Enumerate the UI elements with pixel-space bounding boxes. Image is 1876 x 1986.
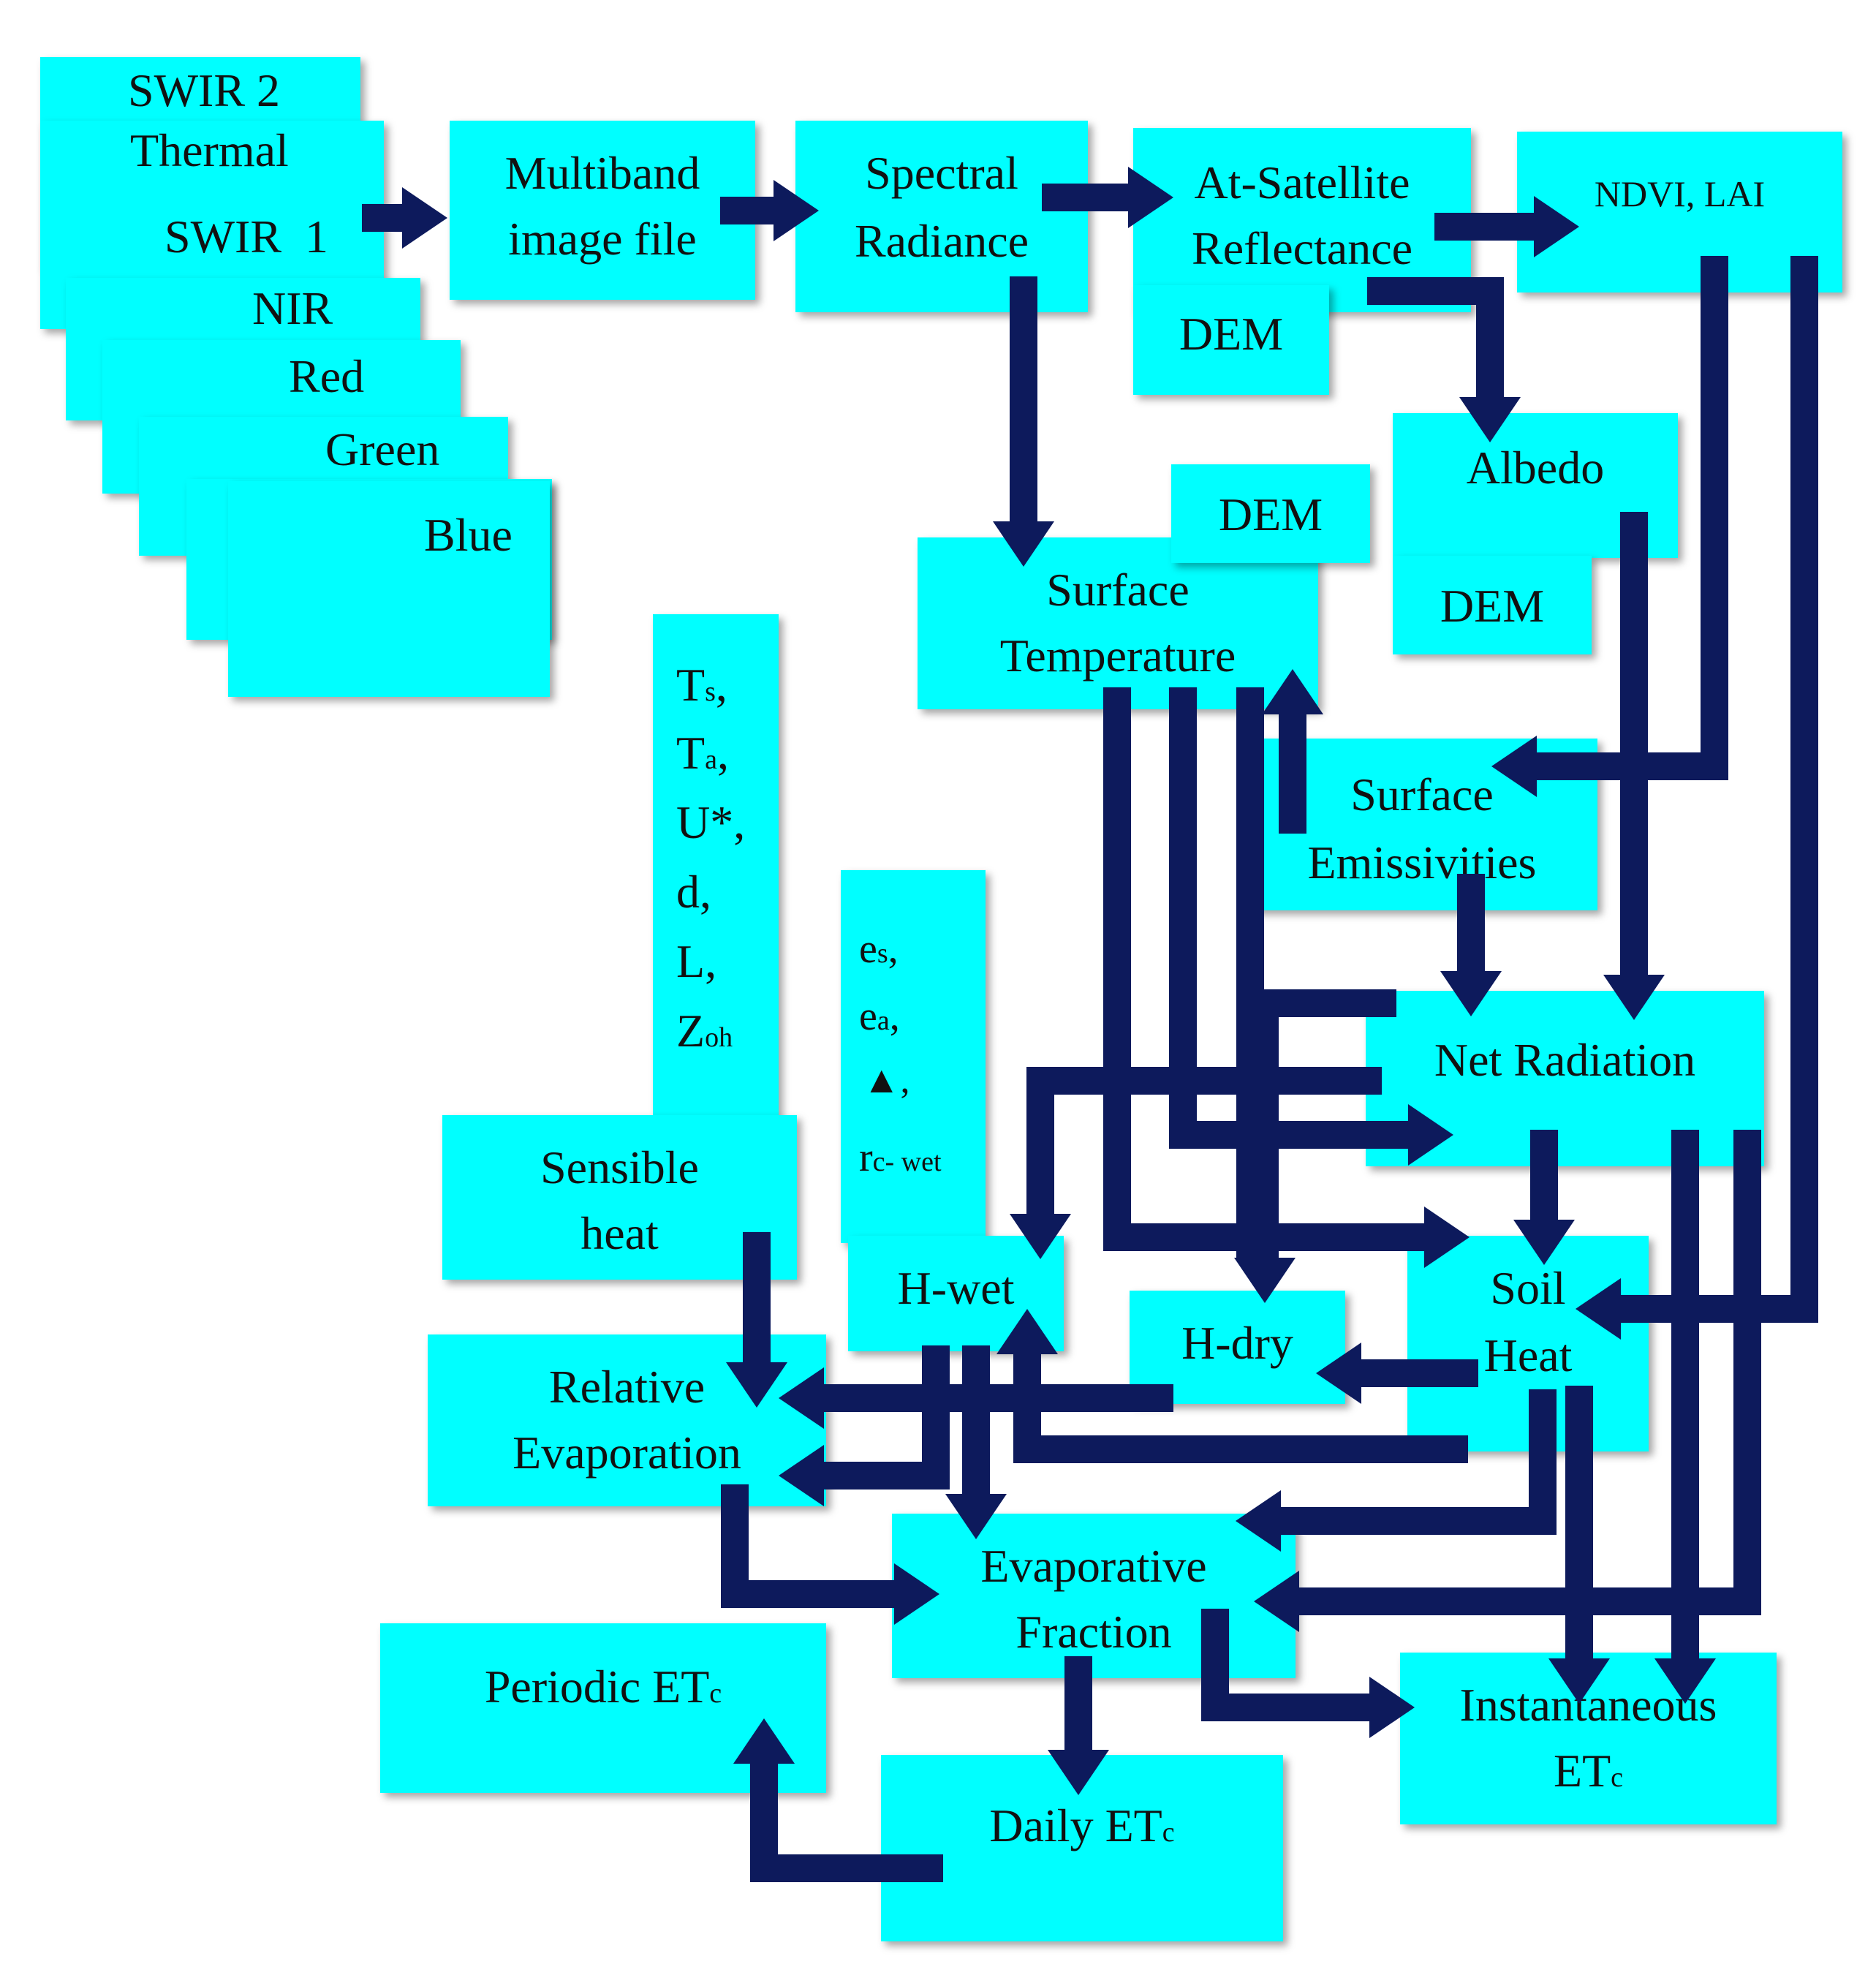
arrow-multiband-to-spectral	[720, 180, 819, 241]
param-zoh: Zoh	[676, 1005, 733, 1057]
soil-label-1: Soil	[1490, 1262, 1566, 1314]
param-ea: ea,	[859, 994, 900, 1039]
arrow-netrad-to-evapfrac	[1254, 1130, 1761, 1632]
arrow-atsat-to-albedo	[1367, 277, 1521, 442]
surftemp-label-2: Temperature	[999, 630, 1236, 681]
emiss-label-2: Emissivities	[1307, 837, 1537, 888]
arrow-surftemp-to-soilheat	[1103, 687, 1470, 1268]
surface-temperature-box	[918, 537, 1318, 709]
arrow-evapfrac-to-instantaneous	[1201, 1609, 1415, 1738]
arrow-hwet-to-releva	[779, 1345, 950, 1506]
band-swir2-label: SWIR 2	[128, 64, 280, 116]
band-card-blue	[228, 481, 550, 697]
band-blue-label: Blue	[424, 509, 513, 561]
multiband-label-1: Multiband	[504, 147, 700, 199]
spectral-label-2: Radiance	[854, 215, 1029, 267]
arrow-emissivities-to-surftemp	[1262, 669, 1323, 834]
arrow-netrad-to-hwet	[1010, 1067, 1382, 1259]
param-ustar: U*,	[676, 796, 746, 848]
multiband-box	[450, 121, 755, 300]
releva-label-1: Relative	[548, 1361, 706, 1413]
band-red-label: Red	[289, 350, 365, 402]
inst-label-2: ETc	[1553, 1745, 1624, 1797]
param-rc: rc- wet	[859, 1135, 942, 1180]
arrow-netrad-to-hdry	[1234, 989, 1396, 1303]
params-box-1	[653, 614, 779, 1126]
releva-label-2: Evaporation	[513, 1427, 741, 1479]
param-l: L,	[676, 935, 717, 987]
soil-heat-box	[1407, 1236, 1649, 1451]
sensible-label-1: Sensible	[540, 1141, 699, 1193]
params-box-2	[841, 870, 986, 1243]
atsat-label-2: Reflectance	[1192, 222, 1412, 274]
arrow-sensible-to-releva	[726, 1232, 787, 1408]
dem-label-1: DEM	[1179, 308, 1284, 360]
ndvi-lai-box	[1517, 132, 1842, 292]
multiband-label-2: image file	[508, 213, 697, 265]
arrow-soilheat-to-evapfrac	[1236, 1389, 1557, 1552]
sensible-label-2: heat	[580, 1207, 659, 1259]
daily-label: Daily ETc	[989, 1800, 1175, 1851]
arrow-spectral-to-surftemp	[993, 276, 1054, 567]
dem-label-3: DEM	[1440, 580, 1545, 632]
arrow-hdry-to-releva	[779, 1367, 1173, 1429]
dem-box-2	[1171, 464, 1370, 563]
surftemp-label-1: Surface	[1046, 564, 1189, 616]
arrow-daily-to-periodic	[733, 1718, 943, 1882]
band-green-label: Green	[325, 423, 440, 475]
param-d: d,	[676, 866, 711, 918]
band-thermal-label: Thermal	[130, 124, 289, 176]
arrow-soilheat-to-hdry	[1316, 1343, 1478, 1404]
arrow-releva-to-evapfrac	[721, 1484, 939, 1625]
dem-box-3	[1393, 556, 1592, 654]
arrow-soilheat-to-instantaneous	[1548, 1386, 1610, 1704]
atsat-label-1: At-Satellite	[1194, 156, 1410, 208]
dem-label-2: DEM	[1218, 488, 1323, 540]
arrow-bands-to-multiband	[362, 187, 447, 249]
param-ts: Ts,	[676, 659, 727, 711]
spectral-label-1: Spectral	[865, 147, 1018, 199]
ndvi-label: NDVI, LAI	[1594, 173, 1766, 214]
hdry-label: H-dry	[1181, 1317, 1293, 1369]
arrow-emissivities-to-netrad	[1440, 874, 1502, 1016]
sensible-heat-box	[442, 1115, 797, 1280]
param-delta: ▲,	[863, 1060, 910, 1101]
arrow-evapfrac-to-daily	[1048, 1656, 1109, 1795]
arrow-ndvi-to-emissivities	[1491, 256, 1728, 797]
emiss-label-1: Surface	[1350, 769, 1494, 820]
arrow-surftemp-to-netrad	[1169, 687, 1453, 1166]
evapfrac-label-1: Evaporative	[980, 1540, 1207, 1592]
evapfrac-label-2: Fraction	[1015, 1606, 1172, 1658]
dem-box-1	[1133, 285, 1329, 395]
netrad-label: Net Radiation	[1434, 1034, 1696, 1086]
soil-label-2: Heat	[1483, 1329, 1573, 1381]
hwet-label: H-wet	[897, 1262, 1015, 1314]
albedo-label: Albedo	[1466, 442, 1605, 494]
param-es: es,	[859, 926, 899, 972]
arrow-netrad-to-soilheat	[1513, 1130, 1575, 1265]
arrow-netrad-to-instantaneous	[1654, 1130, 1716, 1704]
periodic-label: Periodic ETc	[484, 1661, 722, 1713]
arrow-atsat-to-ndvi	[1434, 196, 1579, 257]
band-swir1-label: SWIR 1	[164, 211, 328, 263]
band-nir-label: NIR	[252, 282, 333, 334]
arrow-hwet-to-evapfrac	[945, 1345, 1007, 1539]
param-ta: Ta,	[676, 727, 729, 779]
arrow-albedo-to-netrad	[1603, 512, 1665, 1020]
arrow-spectral-to-atsat	[1042, 167, 1173, 228]
spectral-radiance-box	[795, 121, 1088, 312]
